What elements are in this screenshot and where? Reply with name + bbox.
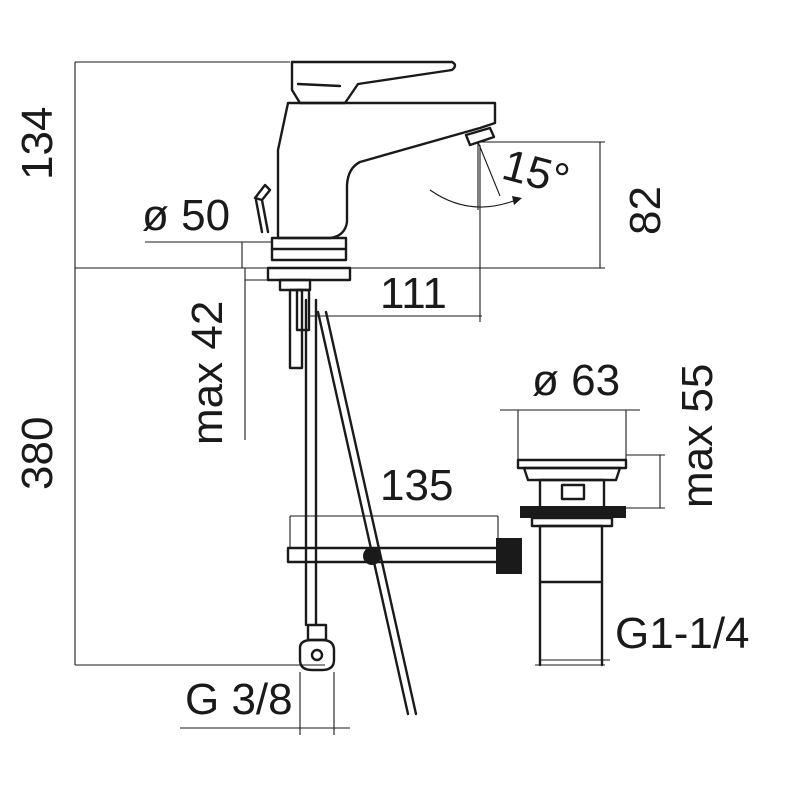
base-diameter-label: ø 50 [142,191,230,240]
spout-angle-indicator [429,141,522,210]
waste-diameter-label: ø 63 [532,356,620,405]
faucet-body [253,60,497,262]
waste-assembly [516,458,628,667]
mounting-assembly [266,266,522,716]
max-thickness-label: max 42 [183,301,232,445]
spout-reach-label: 111 [380,269,447,318]
height-bottom-label: 380 [13,417,62,490]
spout-height-label: 82 [621,186,670,235]
supply-thread-label: G 3/8 [185,675,293,724]
pop-up-reach-label: 135 [380,461,453,510]
waste-thread-label: G1-1/4 [615,609,750,658]
height-top-label: 134 [13,107,62,180]
spout-angle-label: 15° [497,140,574,205]
waste-max-label: max 55 [673,364,722,508]
dimension-lines [145,141,665,735]
